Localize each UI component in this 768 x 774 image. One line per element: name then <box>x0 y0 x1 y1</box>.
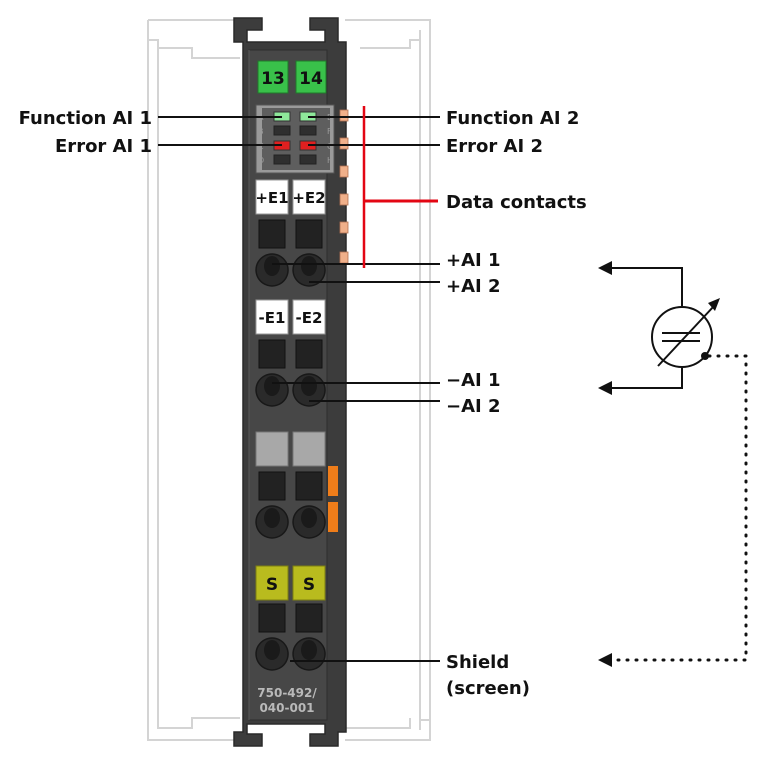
callout-labels: Function AI 1 Error AI 1 Function AI 2 E… <box>19 108 587 699</box>
callout-minus-ai1: −AI 1 <box>446 370 501 391</box>
callout-function-ai1: Function AI 1 <box>19 108 152 129</box>
wire-minus <box>608 368 683 389</box>
release-button-8[interactable] <box>295 603 323 633</box>
arrow-plus-icon <box>598 261 612 275</box>
callout-plus-ai2: +AI 2 <box>446 276 501 297</box>
led-letter-f: F <box>327 127 332 136</box>
terminal-labels-minus: -E1 -E2 <box>255 299 326 335</box>
clamp-row-plus <box>255 253 326 287</box>
push-buttons-row1 <box>258 219 323 249</box>
terminal-labels-grey <box>255 431 326 467</box>
part-number-line1: 750-492/ <box>257 686 317 700</box>
data-contact-pads <box>339 109 349 264</box>
clamp-row-minus <box>255 373 326 407</box>
orange-power-jumper-contacts <box>328 466 338 532</box>
label-s1: S <box>266 575 278 595</box>
callout-plus-ai1: +AI 1 <box>446 250 501 271</box>
terminal-labels-plus: +E1 +E2 <box>255 179 326 215</box>
leader-lines <box>158 116 440 662</box>
sensor-transducer-icon <box>651 298 720 368</box>
push-buttons-row4 <box>258 603 323 633</box>
led-h <box>299 154 317 165</box>
callout-shield-line2: (screen) <box>446 678 530 699</box>
led-panel: A B C D E F G H <box>255 104 335 174</box>
arrow-shield-icon <box>598 653 612 667</box>
shield-dotted-wire <box>616 354 748 662</box>
led-letter-g: G <box>327 142 333 151</box>
terminal-labels-shield: S S <box>255 565 326 601</box>
led-b <box>273 125 291 136</box>
release-button-2[interactable] <box>295 219 323 249</box>
arrow-minus-icon <box>598 381 612 395</box>
callout-shield-line1: Shield <box>446 652 509 673</box>
data-contacts-bracket <box>362 106 438 268</box>
label-minus-e1: -E1 <box>259 309 286 327</box>
arrowheads <box>598 261 612 667</box>
label-plus-e1: +E1 <box>255 189 288 207</box>
callout-data-contacts: Data contacts <box>446 192 587 213</box>
callout-error-ai1: Error AI 1 <box>55 136 152 157</box>
label-s2: S <box>303 575 315 595</box>
callout-function-ai2: Function AI 2 <box>446 108 579 129</box>
led-d <box>273 154 291 165</box>
release-button-3[interactable] <box>258 339 286 369</box>
part-number-line2: 040-001 <box>259 701 314 715</box>
callout-error-ai2: Error AI 2 <box>446 136 543 157</box>
label-14-bg <box>295 60 327 94</box>
release-button-4[interactable] <box>295 339 323 369</box>
release-button-7[interactable] <box>258 603 286 633</box>
sensor-wiring <box>608 267 683 389</box>
led-letter-c: C <box>258 142 264 151</box>
release-button-6[interactable] <box>295 471 323 501</box>
terminal-labels-top: 13 14 <box>257 60 327 94</box>
label-minus-e2: -E2 <box>296 309 323 327</box>
label-14: 14 <box>299 69 323 89</box>
clamp-row-unused <box>255 505 326 539</box>
led-letter-b: B <box>258 127 264 136</box>
push-buttons-row2 <box>258 339 323 369</box>
release-button-1[interactable] <box>258 219 286 249</box>
wire-plus <box>608 267 683 306</box>
din-rail-outline <box>147 19 431 741</box>
led-letter-d: D <box>258 156 264 165</box>
label-13-bg <box>257 60 289 94</box>
label-plus-e2: +E2 <box>292 189 325 207</box>
led-letter-h: H <box>327 156 333 165</box>
release-button-5[interactable] <box>258 471 286 501</box>
push-buttons-row3 <box>258 471 323 501</box>
led-f <box>299 125 317 136</box>
callout-minus-ai2: −AI 2 <box>446 396 501 417</box>
label-13: 13 <box>261 69 285 89</box>
